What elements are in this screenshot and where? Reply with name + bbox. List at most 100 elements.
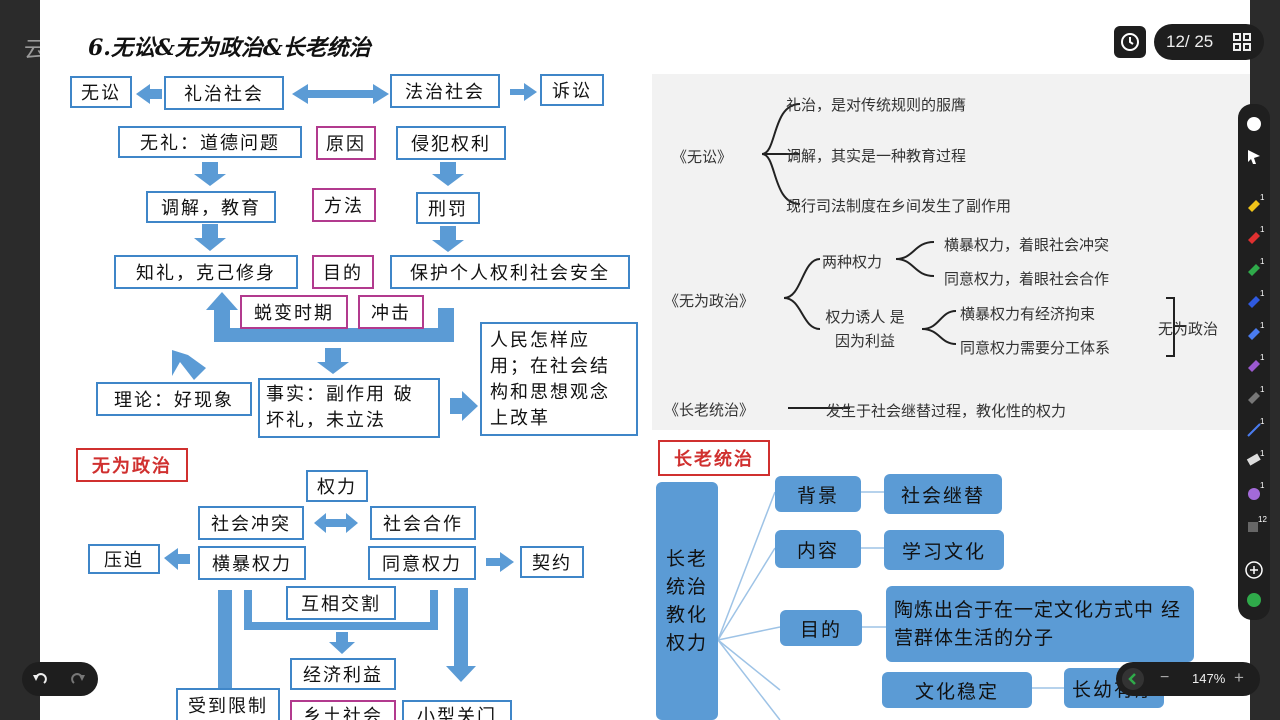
undo-icon[interactable] [30,669,50,689]
box-wuli: 无礼：道德问题 [118,126,302,158]
section-header-wuwei: 无为政治 [76,448,188,482]
mindmap-lines [761,103,1186,409]
label-fangfa: 方法 [312,188,376,222]
undo-redo-bar [22,662,98,696]
box-quanli: 权力 [306,470,368,502]
history-button[interactable] [1114,26,1146,58]
box-jingji: 经济利益 [290,658,396,690]
slide-canvas: 6.无讼&无为政治&长老统治 无讼 礼治社会 法治社会 诉讼 无礼：道德问题 原… [40,0,1250,720]
more-icon [1247,593,1261,607]
box-xuexi: 学习文化 [884,530,1004,570]
svg-text:1: 1 [1260,225,1265,234]
color-icon [1248,488,1260,500]
svg-text:1: 1 [1260,289,1265,298]
svg-text:12: 12 [1258,515,1267,524]
box-wusong: 无讼 [70,76,132,108]
box-bottom1: 乡土社会 [290,700,396,720]
page-indicator: 12/ 25 [1154,24,1264,60]
collapse-button[interactable] [1122,668,1144,690]
svg-text:1: 1 [1260,449,1265,458]
mm-zhanglao-desc: 发生于社会继替过程，教化性的权力 [826,403,1067,420]
mm-jingji: 横暴权力有经济拘束 [960,306,1096,323]
mm-wusong: 《无讼》 [672,149,733,166]
pen-blue-icon [1248,296,1260,308]
mm-youren: 权力诱人 是因为利益 [825,309,905,350]
mm-w3: 现行司法制度在乡间发生了副作用 [786,198,1012,215]
box-wending: 文化稳定 [882,672,1032,708]
mm-fengong: 同意权力需要分工体系 [960,340,1111,357]
svg-text:1: 1 [1260,385,1265,394]
box-neirong: 内容 [775,530,861,568]
section-header-zhanglao: 长老统治 [658,440,770,476]
svg-text:1: 1 [1260,321,1265,330]
svg-text:1: 1 [1260,193,1265,202]
hand-icon [1247,117,1261,131]
mm-zhanglao: 《长老统治》 [664,402,755,419]
slide-title: 6.无讼&无为政治&长老统治 [88,35,371,61]
label-tuibian: 蜕变时期 [240,295,348,329]
box-renmin: 人民怎样应用；在社会结构和思想观念上改革 [480,322,638,436]
svg-text:1: 1 [1260,257,1265,266]
box-fazhi-shehui: 法治社会 [390,74,500,108]
box-qinfan-quanli: 侵犯权利 [396,126,506,160]
box-hezuo: 社会合作 [370,506,476,540]
page-counter: 12/ 25 [1166,32,1214,51]
box-lilun: 理论：好现象 [96,382,252,416]
zoom-out-button[interactable]: − [1160,669,1170,686]
mindmap-bg [652,74,1250,430]
box-zhanglao-main: 长老 统治 教化 权力 [656,482,718,720]
chevron-left-icon [1128,673,1136,685]
box-yapo: 压迫 [88,544,160,574]
zoom-bar: − 147% + [1116,662,1260,696]
box-jiti: 社会继替 [884,474,1002,514]
box-jiaoge: 互相交割 [286,586,396,620]
zoom-level: 147% [1192,671,1226,686]
box-xingfa: 刑罚 [416,192,480,224]
pointer-icon [1248,150,1260,164]
box-baohu: 保护个人权利社会安全 [390,255,630,289]
box-shoudao: 受到限制 [176,688,280,720]
pen-red-icon [1248,232,1260,244]
box-tongyi: 同意权力 [368,546,476,580]
toolbar-icons: 1 1 1 1 1 1 1 1 1 1 12 [1245,117,1267,607]
mm-wuwei: 《无为政治》 [664,293,755,310]
label-chongji: 冲击 [358,295,424,329]
box-zhili: 知礼，克己修身 [114,255,298,289]
redo-icon[interactable] [68,669,88,689]
box-beijing: 背景 [775,476,861,512]
pen-yellow-icon [1248,200,1260,212]
history-icon [1121,33,1139,51]
box-mudi: 目的 [780,610,862,646]
svg-text:1: 1 [1260,481,1265,490]
eraser-icon [1246,453,1261,466]
pen-green-icon [1248,264,1260,276]
left-panel [0,0,40,720]
mm-w1: 礼治，是对传统规则的服膺 [786,97,967,114]
mm-tongyi: 同意权力，着眼社会合作 [944,271,1110,288]
connector-arrows [136,83,1064,720]
box-lizhi-shehui: 礼治社会 [164,76,284,110]
pen-blue2-icon [1248,328,1260,340]
mm-w2: 调解，其实是一种教育过程 [786,148,967,165]
svg-text:1: 1 [1260,417,1265,426]
box-mudi-desc: 陶炼出合于在一定文化方式中 经营群体生活的分子 [886,586,1194,662]
pen-black-icon [1248,392,1260,404]
box-shishi: 事实：副作用 破坏礼，未立法 [258,378,440,438]
mm-hengbao: 横暴权力，着眼社会冲突 [944,237,1110,254]
add-icon [1245,561,1263,579]
svg-text:1: 1 [1260,353,1265,362]
grid-icon[interactable] [1232,32,1252,52]
box-chongtu: 社会冲突 [198,506,304,540]
box-hengbao: 横暴权力 [198,546,306,580]
label-mudi: 目的 [312,255,374,289]
box-susong: 诉讼 [540,74,604,106]
line-icon [1247,423,1261,437]
label-yuanyin: 原因 [316,126,376,160]
box-bottom2: 小型关门 [402,700,512,720]
box-qiyue: 契约 [520,546,584,578]
box-tiaojie: 调解，教育 [146,191,276,223]
pen-purple-icon [1248,360,1260,372]
mm-wuwei-end: 无为政治 [1158,321,1219,338]
zoom-in-button[interactable]: + [1234,668,1244,687]
layers-icon [1248,522,1258,532]
